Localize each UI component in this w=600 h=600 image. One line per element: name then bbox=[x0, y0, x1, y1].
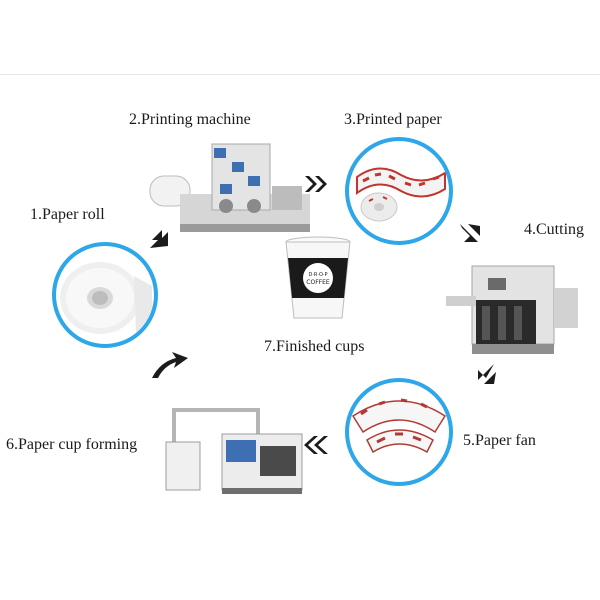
step-label-finished-cups: 7.Finished cups bbox=[264, 338, 365, 355]
step-label-paper-cup-forming: 6.Paper cup forming bbox=[6, 436, 138, 453]
top-divider bbox=[0, 74, 600, 75]
arrow-cutting-to-fan bbox=[478, 364, 496, 384]
paper-fan-circle bbox=[345, 378, 453, 486]
cutting-machine-image bbox=[446, 265, 578, 354]
step-label-printing-machine: 2.Printing machine bbox=[129, 111, 251, 128]
arrow-fan-to-forming bbox=[304, 436, 328, 454]
paper-roll-circle bbox=[52, 242, 158, 348]
printing-machine-image bbox=[149, 143, 310, 232]
step-label-paper-fan: 5.Paper fan bbox=[463, 432, 536, 449]
arrow-printed-to-cutting bbox=[460, 224, 480, 242]
arrow-forming-to-cups bbox=[152, 352, 188, 378]
arrow-printing-to-printed bbox=[305, 176, 327, 192]
cup-logo-text-top: D·R·O·P bbox=[308, 272, 327, 278]
arrow-roll-to-printing bbox=[150, 230, 168, 248]
cup-forming-machine-image bbox=[165, 408, 303, 494]
printed-paper-circle bbox=[345, 137, 453, 245]
cup-logo-text-bottom: COFFEE bbox=[306, 279, 330, 286]
finished-cup-image: D·R·O·P COFFEE bbox=[285, 236, 351, 319]
step-label-cutting: 4.Cutting bbox=[524, 221, 585, 238]
paper-fan-image bbox=[351, 398, 447, 454]
step-label-paper-roll: 1.Paper roll bbox=[30, 206, 105, 223]
paper-roll-image bbox=[60, 262, 152, 334]
step-label-printed-paper: 3.Printed paper bbox=[344, 111, 442, 128]
printed-paper-image bbox=[356, 167, 446, 222]
